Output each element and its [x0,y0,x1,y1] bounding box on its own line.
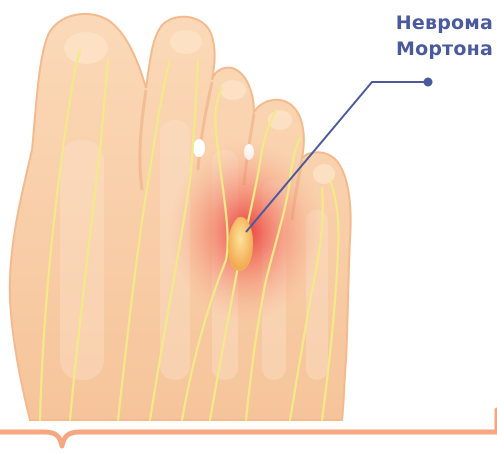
big-toe-nail [64,32,108,64]
neuroma-swelling [229,217,253,270]
label-line-1: Неврома [396,10,493,36]
toe-space-1 [193,139,205,157]
third-toe-nail [220,80,246,100]
callout-dot-icon [424,78,433,87]
label-line-2: Мортона [396,36,493,62]
neuroma-label: Неврома Мортона [396,10,493,62]
bracket-line [0,432,497,446]
fifth-toe-nail [313,164,335,184]
second-toe-nail [170,30,202,54]
